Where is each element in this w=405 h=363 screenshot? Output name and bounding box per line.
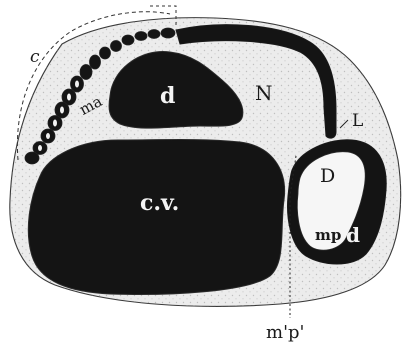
label-D: D [320,165,335,187]
label-L: L [352,111,363,131]
label-d-lower: d [346,223,360,247]
label-N: N [255,81,273,105]
label-d-upper: d [160,83,175,109]
label-c: c [30,47,40,67]
label-mp-pointer: m'p' [266,322,305,343]
organ-cv [28,140,284,295]
label-cv: c.v. [140,190,179,216]
label-mp-inner: mp [315,226,341,244]
